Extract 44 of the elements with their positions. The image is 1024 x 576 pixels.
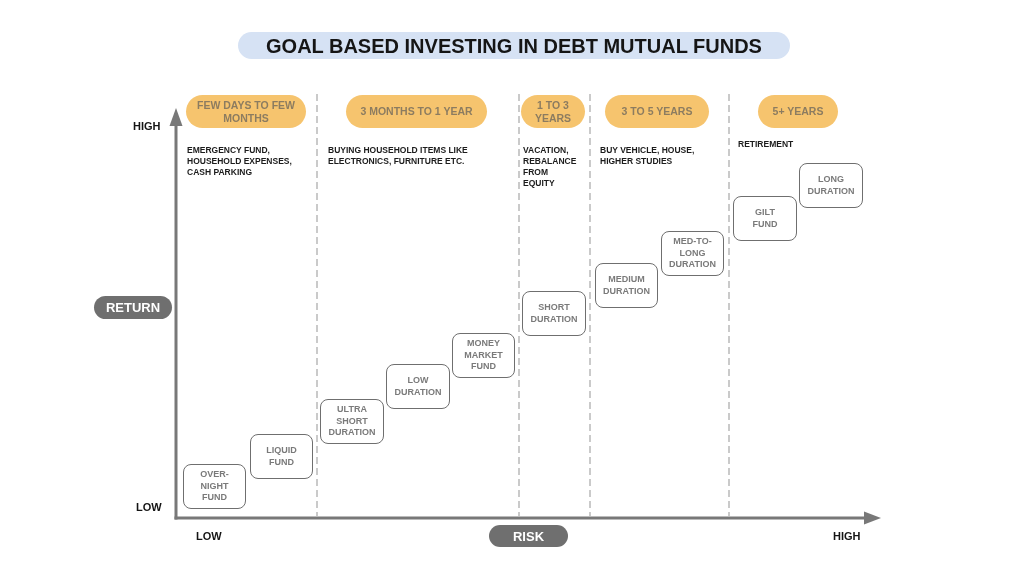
fund-box — [320, 399, 384, 444]
fund-name: GILT FUND — [752, 207, 778, 230]
fund-box — [595, 263, 658, 308]
time-horizon-label: FEW DAYS TO FEW MONTHS — [196, 98, 296, 125]
axis-title-pill — [489, 525, 568, 547]
fund-name: LOW DURATION — [394, 375, 442, 398]
goal-description: EMERGENCY FUND, HOUSEHOLD EXPENSES, CASH PARKING — [187, 145, 293, 178]
goal-description: VACATION, REBALANCE FROM EQUITY — [523, 145, 578, 189]
axis-title: RETURN — [105, 300, 161, 315]
fund-name: MED-TO-LONG DURATION — [668, 236, 717, 271]
time-horizon-label: 3 TO 5 YEARS — [621, 105, 693, 118]
fund-box — [452, 333, 515, 378]
time-horizon-pill — [758, 95, 838, 128]
axis-title: RISK — [512, 528, 545, 544]
fund-box — [661, 231, 724, 276]
fund-box — [799, 163, 863, 208]
axis-level-label: LOW — [196, 530, 222, 543]
fund-name: MEDIUM DURATION — [602, 274, 651, 297]
time-horizon-label: 3 MONTHS TO 1 YEAR — [359, 105, 474, 118]
fund-box — [733, 196, 797, 241]
fund-box — [250, 434, 313, 479]
fund-box — [386, 364, 450, 409]
fund-name: LONG DURATION — [807, 174, 855, 197]
time-horizon-pill — [346, 95, 487, 128]
fund-name: OVER-NIGHT FUND — [199, 469, 230, 504]
time-horizon-pill — [186, 95, 306, 128]
fund-name: ULTRA SHORT DURATION — [328, 404, 376, 439]
time-horizon-label: 1 TO 3 YEARS — [534, 98, 572, 125]
fund-name: SHORT DURATION — [530, 302, 578, 325]
goal-description: BUYING HOUSEHOLD ITEMS LIKE ELECTRONICS, FURNITURE ETC. — [328, 145, 469, 167]
time-horizon-label: 5+ YEARS — [772, 105, 824, 118]
axis-level-label: HIGH — [833, 530, 861, 543]
fund-box — [183, 464, 246, 509]
axis-level-label: LOW — [136, 501, 162, 514]
time-horizon-pill — [605, 95, 709, 128]
axis-level-label: HIGH — [133, 120, 161, 133]
fund-name: LIQUID FUND — [265, 445, 298, 468]
goal-description: RETIREMENT — [738, 139, 795, 150]
goal-description: BUY VEHICLE, HOUSE, HIGHER STUDIES — [600, 145, 696, 167]
fund-name: MONEY MARKET FUND — [463, 338, 504, 373]
diagram-title: GOAL BASED INVESTING IN DEBT MUTUAL FUNDS — [266, 34, 762, 57]
fund-box — [522, 291, 586, 336]
axis-title-pill — [94, 296, 172, 319]
time-horizon-pill — [521, 95, 585, 128]
